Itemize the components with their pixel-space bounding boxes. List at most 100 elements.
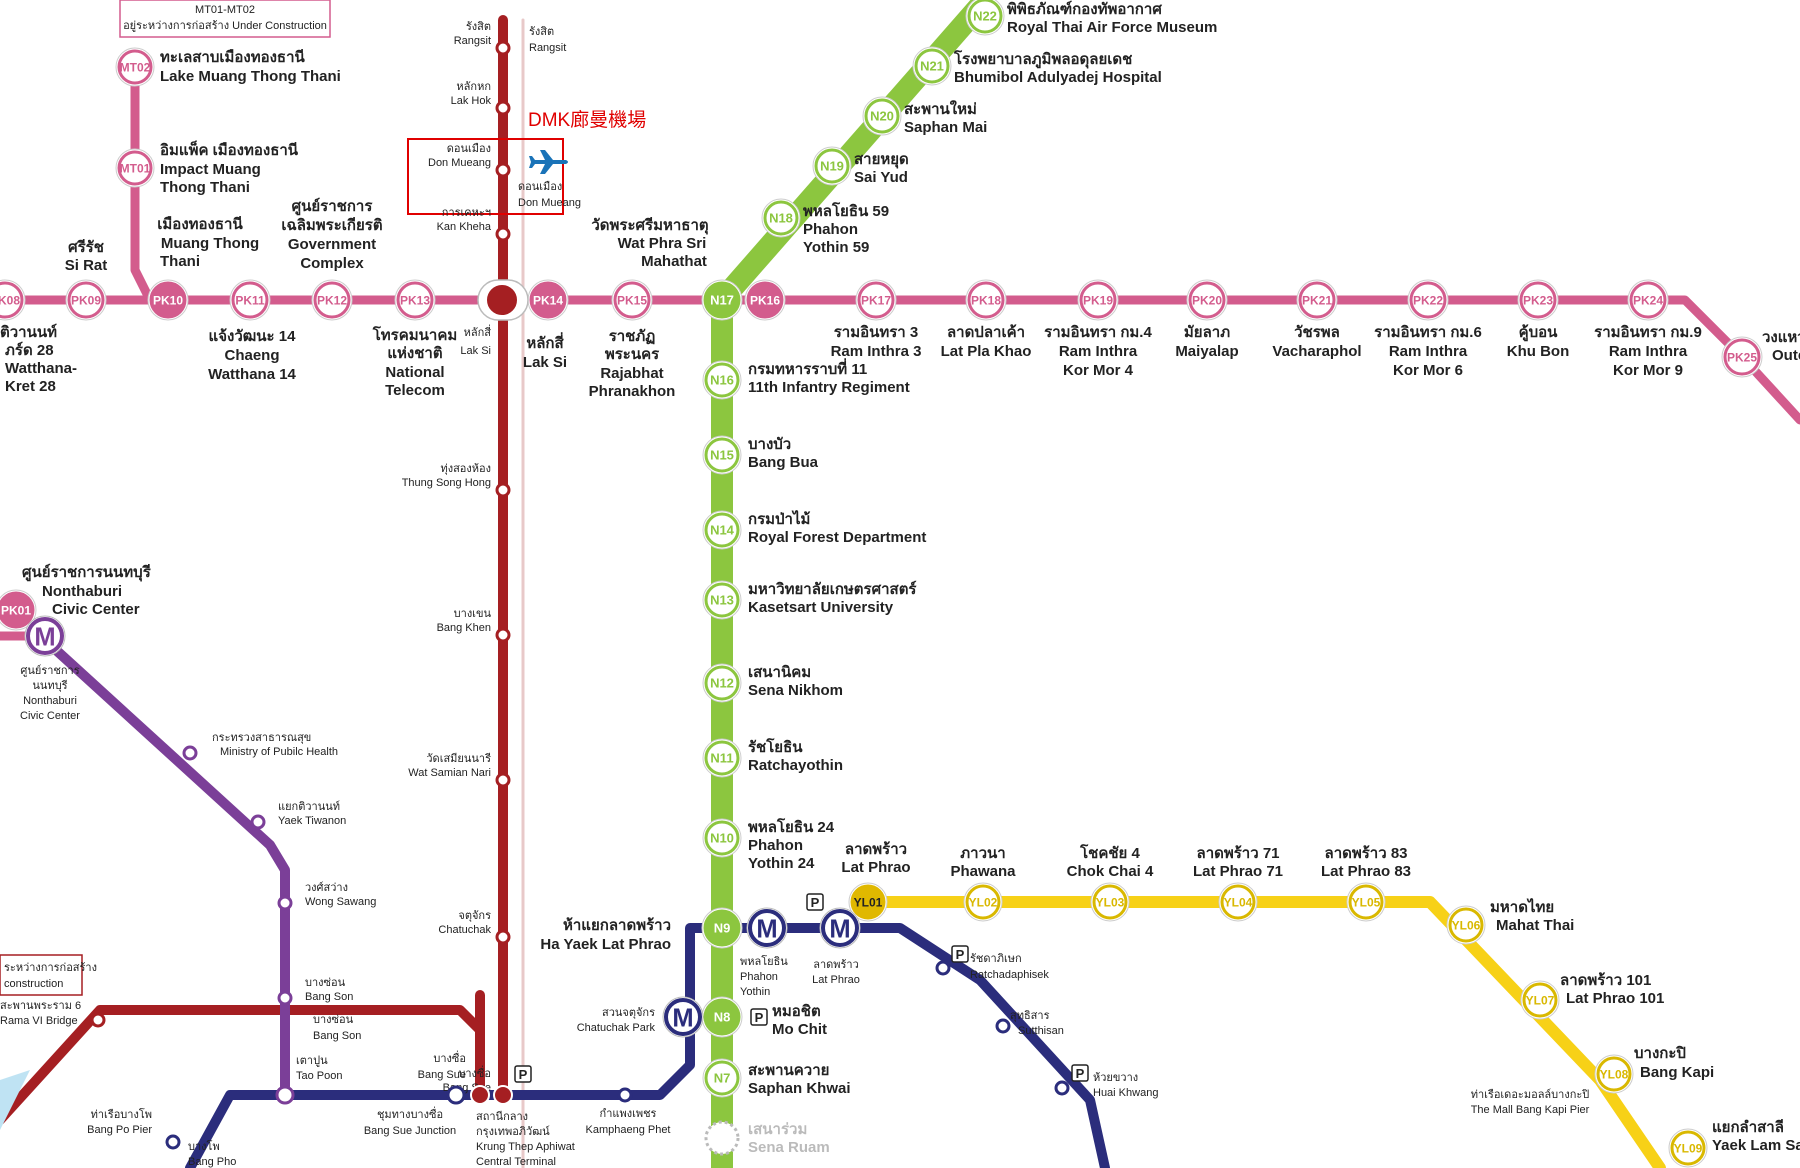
station-pk09-code: PK09 [71,294,101,308]
pk15-l3: Rajabhat [600,365,663,382]
station-n18-code: N18 [769,211,793,226]
pk18-l1: ลาดปลาเค้า [947,324,1025,341]
station-pk20-marker [1188,281,1226,319]
yl07-th: ลาดพร้าว 101 [1560,972,1651,989]
purple-en-3: Wong Sawang [305,896,376,908]
purple-station-2 [250,814,266,830]
pk23-l2: Khu Bon [1507,343,1569,360]
rail-en-1: Don Mueang [518,197,581,209]
station-pk17-marker [857,281,895,319]
pk09-l2: Si Rat [65,257,108,274]
station-pk14-marker [529,281,567,319]
blue-th-1: สวนจตุจักร [602,1007,655,1019]
purple-th-1: กระทรวงสาธารณสุข [212,732,311,744]
station-pk19-marker [1079,281,1117,319]
station-pk13-code: PK13 [400,294,430,308]
red-en-7: Wat Samian Nari [408,767,491,779]
blue-th2-8: กรุงเทพอภิวัฒน์ [476,1125,550,1138]
n19-en: Sai Yud [854,169,908,186]
red-th-6: บางเขน [454,608,492,620]
blue-th-4: รัชดาภิเษก [970,953,1022,965]
pk01-l2: Nonthaburi [42,583,122,600]
blue-en-5: Sutthisan [1018,1025,1064,1037]
blue-en-0: Ha Yaek Lat Phrao [540,936,671,953]
station-n7-code: N7 [714,1071,731,1086]
station-pk24-marker [1629,281,1667,319]
construction-box-2 [0,954,83,996]
pk25-l1: วงแหวน [1762,329,1800,346]
metro-lat-phrao-circle [821,909,859,947]
red-station-8 [495,929,511,945]
construction2-line2: construction [4,978,63,990]
river [0,1070,30,1130]
station-pk15-marker [613,281,651,319]
pk23-l1: คู้บอน [1519,324,1559,342]
station-pk09-marker [67,281,105,319]
station-pk21-code: PK21 [1302,294,1332,308]
n20-th: สะพานใหม่ [904,100,977,118]
n21-en: Bhumibol Adulyadej Hospital [954,69,1162,86]
pk25-l2: Oute [1772,347,1800,364]
pk22-l2: Ram Inthra [1389,343,1468,360]
station-pk10-marker [149,281,187,319]
pk20-l1: มัยลาภ [1184,324,1230,341]
station-n8-code: N8 [714,1010,731,1025]
n14-en: Royal Forest Department [748,529,926,546]
purple-station-3 [277,895,293,911]
n11-en: Ratchayothin [748,757,843,774]
purple-th-5: เตาปูน [296,1055,328,1067]
station-pk14-code: PK14 [533,294,563,308]
mt01-th: อิมแพ็ค เมืองทองธานี [160,140,299,159]
pk12-l2: เฉลิมพระเกียรติ [281,216,382,234]
rail-th-3: ชุมทางบางซื่อ [377,1106,443,1121]
station-pk08-marker [0,281,24,319]
purple-th-0: ศูนย์ราชการ [20,664,79,677]
station-mt02-code: MT02 [120,61,151,75]
n9-en: Phahon [740,971,778,983]
station-n6-marker [704,1120,740,1156]
red-station-1 [495,100,511,116]
pk10-l2: Muang Thong [161,235,259,252]
blue-en2-8: Central Terminal [476,1156,556,1168]
n19-th: สายหยุด [854,151,909,169]
dmk-highlight-box [407,138,564,215]
station-n16-marker [704,362,740,398]
station-pk17-code: PK17 [861,294,891,308]
red-station-2 [495,162,511,178]
pk17-l1: รามอินทรา 3 [834,323,919,341]
n20-en: Saphan Mai [904,119,987,136]
blue-en-2: Kamphaeng Phet [585,1124,670,1136]
yl02-th: ภาวนา [960,845,1005,862]
metro-phahon-yothin-icon: M [756,915,777,943]
other-th-1: ท่าเรือบางโพ [91,1107,152,1121]
yl03-th: โชคชัย 4 [1079,843,1140,862]
yl05-en: Lat Phrao 83 [1321,863,1411,880]
pk18-l2: Lat Pla Khao [941,343,1032,360]
station-n11-marker [704,740,740,776]
yl06-en: Mahat Thai [1496,917,1574,934]
pk08-l1: ติวานนท์ [0,323,57,341]
parking-icon-ratchada [951,945,969,963]
pk15-l2: พระนคร [605,346,660,363]
pk11-l2: Chaeng [224,347,279,364]
blue-th-2: กำแพงเพชร [600,1108,657,1120]
red-en-8: Chatuchak [438,924,491,936]
metro-nonthaburi-civic-icon: M [34,623,55,651]
metro-lat-phrao-icon: M [829,915,850,943]
station-yl03-code: YL03 [1096,896,1125,910]
station-pk13-marker [396,281,434,319]
station-pk10-code: PK10 [153,294,183,308]
station-mt02-marker [117,49,153,85]
stations: MT02MT01PK08PK09PK10PK11PK12PK13PK14PK15… [0,0,1763,1168]
station-pk25-code: PK25 [1727,351,1757,365]
station-yl02-marker [965,884,1001,920]
station-pk21-marker [1298,281,1336,319]
pk14-l1: หลักสี่ [526,332,564,352]
n22-th: พิพิธภัณฑ์กองทัพอากาศ [1007,0,1162,18]
station-yl07-code: YL07 [1526,994,1555,1008]
station-pk11-code: PK11 [235,294,265,308]
station-yl08-code: YL08 [1600,1068,1629,1082]
station-n21-marker [914,48,950,84]
pk16-l3: Mahathat [641,253,707,270]
